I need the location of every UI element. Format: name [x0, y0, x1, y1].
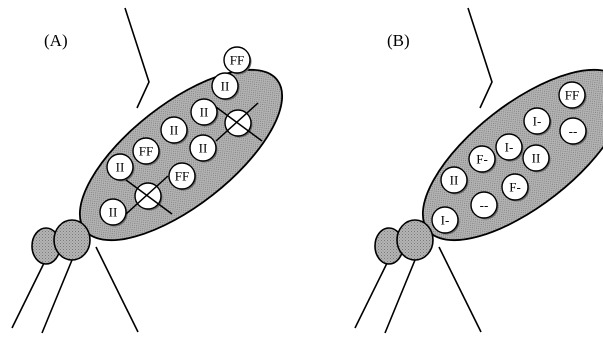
cell: I- — [432, 207, 460, 235]
cell: II — [523, 145, 551, 173]
cell-label: II — [221, 79, 230, 94]
panel-b: (B) FF I- -- I- F- II II F- -- I- — [355, 8, 603, 333]
panel-a-body — [53, 40, 308, 271]
cell-label: F- — [509, 180, 521, 195]
cell-label: -- — [480, 198, 489, 213]
cell-label: FF — [139, 144, 153, 159]
panel-a-label: (A) — [44, 31, 68, 50]
cell-label: II — [532, 151, 541, 166]
cell: F- — [502, 174, 530, 202]
panel-b-upper-thread — [468, 8, 492, 108]
cell: FF — [133, 138, 161, 166]
panel-b-thread-1 — [355, 255, 391, 328]
cell: FF — [169, 163, 197, 191]
panel-b-thread-3 — [439, 247, 481, 332]
panel-a-thread-1 — [12, 255, 48, 328]
cell-label: I- — [505, 140, 514, 155]
cell: I- — [496, 134, 524, 162]
cell-label: II — [170, 123, 179, 138]
cell: II — [191, 99, 219, 127]
cell: II — [212, 73, 240, 101]
cell-label: II — [109, 205, 118, 220]
cell: II — [100, 199, 128, 227]
cell: II — [190, 135, 218, 163]
cell: I- — [524, 108, 552, 136]
cell-label: II — [200, 105, 209, 120]
cell-label: I- — [533, 114, 542, 129]
cell: -- — [560, 118, 588, 146]
cell-label: FF — [565, 88, 579, 103]
panel-b-label: (B) — [387, 31, 410, 50]
panel-a-thread-2 — [42, 260, 72, 333]
cell-label: II — [450, 173, 459, 188]
cell-label: -- — [569, 124, 578, 139]
cell: -- — [471, 192, 499, 220]
cell-label: II — [116, 160, 125, 175]
panel-a-upper-thread — [125, 8, 149, 108]
cell-label: I- — [441, 213, 450, 228]
cell: II — [107, 154, 135, 182]
cell: II — [161, 117, 189, 145]
panel-a-bulb-2 — [54, 220, 90, 260]
cell-label: II — [199, 141, 208, 156]
panel-b-thread-2 — [385, 260, 415, 333]
cell-label: FF — [230, 53, 244, 68]
cell: II — [441, 167, 469, 195]
panel-b-bulb-2 — [397, 220, 433, 260]
cell-label: F- — [476, 152, 488, 167]
cell: FF — [559, 82, 587, 110]
panel-a-thread-3 — [96, 247, 138, 332]
cell: F- — [469, 146, 497, 174]
cell-label: FF — [175, 169, 189, 184]
cell: FF — [224, 47, 252, 75]
